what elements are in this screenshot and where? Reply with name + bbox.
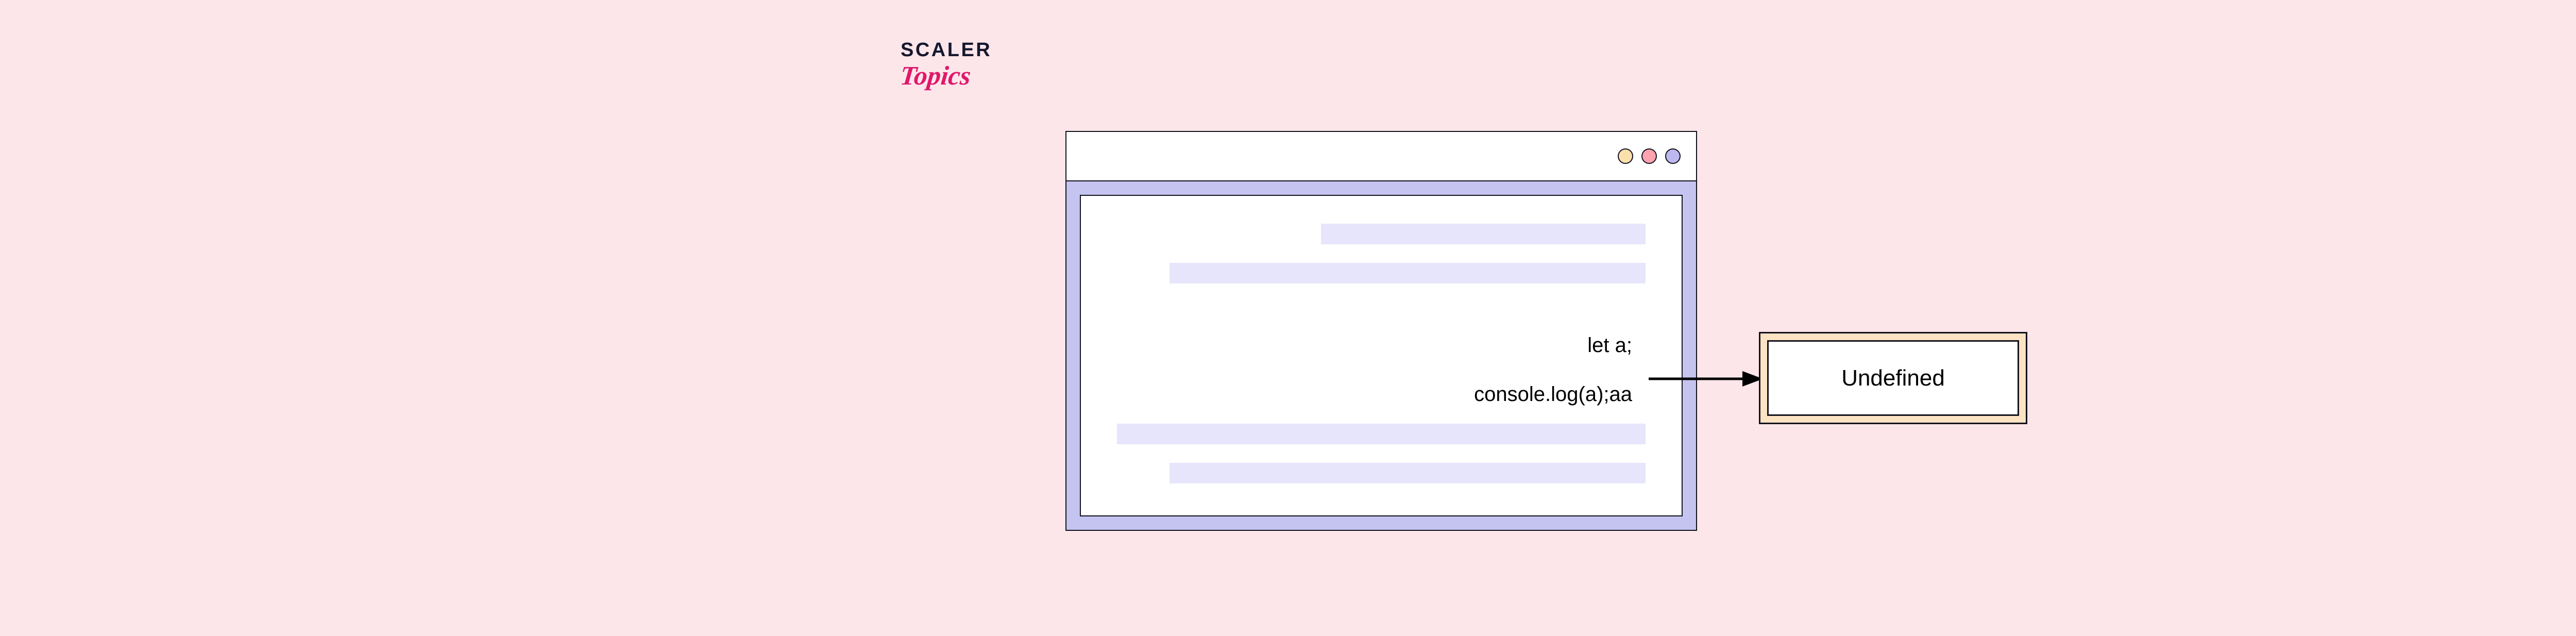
- placeholder-text-bar: [1170, 463, 1646, 483]
- minimize-button-icon[interactable]: [1618, 148, 1633, 164]
- logo-primary-text: SCALER: [901, 39, 992, 61]
- window-controls: [1618, 148, 1681, 164]
- result-output-label: Undefined: [1841, 365, 1945, 391]
- scaler-topics-logo: SCALER Topics: [899, 39, 1035, 118]
- code-line-console-log: console.log(a);aa: [1474, 383, 1632, 406]
- placeholder-text-bar: [1170, 263, 1646, 283]
- browser-window-mock: let a; console.log(a);aa: [1065, 131, 1697, 531]
- result-output-box: Undefined: [1759, 332, 2027, 424]
- maximize-button-icon[interactable]: [1665, 148, 1681, 164]
- logo-secondary-text: Topics: [899, 61, 973, 91]
- browser-content-area: let a; console.log(a);aa: [1080, 195, 1683, 516]
- placeholder-text-bar: [1321, 224, 1646, 244]
- browser-window-frame: let a; console.log(a);aa: [1065, 180, 1697, 531]
- code-line-declaration: let a;: [1587, 334, 1632, 357]
- close-button-icon[interactable]: [1641, 148, 1657, 164]
- placeholder-text-bar: [1117, 424, 1646, 444]
- flow-arrow-icon: [1649, 371, 1763, 387]
- browser-titlebar: [1065, 131, 1697, 181]
- result-output-inner: Undefined: [1767, 340, 2019, 416]
